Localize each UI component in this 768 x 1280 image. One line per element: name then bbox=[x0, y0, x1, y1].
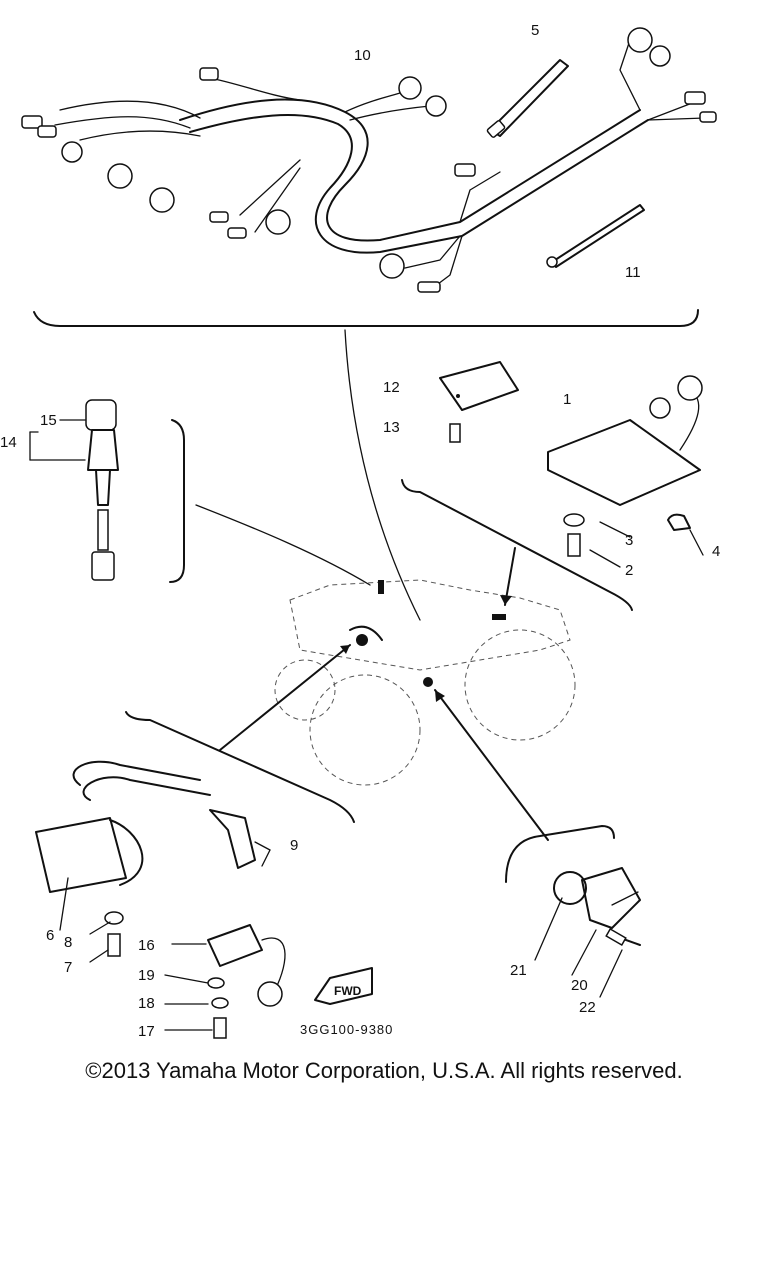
fwd-arrow: FWD bbox=[314, 967, 373, 1005]
part-labels: 1 2 3 4 5 6 7 8 9 10 11 12 13 14 15 16 1… bbox=[0, 22, 720, 1040]
part-label-20: 20 bbox=[571, 977, 588, 994]
part-label-21: 21 bbox=[510, 962, 527, 979]
main-switch-assembly bbox=[29, 399, 185, 583]
part-label-16: 16 bbox=[138, 937, 155, 954]
neutral-switch-assembly bbox=[505, 825, 641, 998]
part-label-7: 7 bbox=[64, 959, 72, 976]
copyright-notice: ©2013 Yamaha Motor Corporation, U.S.A. A… bbox=[85, 1058, 683, 1083]
part-label-17: 17 bbox=[138, 1023, 155, 1040]
diagram-code: 3GG100-9380 bbox=[300, 1022, 393, 1037]
fwd-label: FWD bbox=[334, 984, 362, 998]
atv-outline bbox=[274, 579, 576, 786]
part-label-6: 6 bbox=[46, 927, 54, 944]
cdi-unit-assembly bbox=[401, 361, 704, 611]
wire-harness bbox=[21, 27, 717, 327]
part-label-18: 18 bbox=[138, 995, 155, 1012]
part-label-14: 14 bbox=[0, 434, 17, 451]
part-label-12: 12 bbox=[383, 379, 400, 396]
part-label-19: 19 bbox=[138, 967, 155, 984]
part-label-4: 4 bbox=[712, 543, 720, 560]
part-label-10: 10 bbox=[354, 47, 371, 64]
ignition-coil-assembly bbox=[35, 711, 355, 1039]
leader-lines bbox=[195, 329, 549, 841]
part-label-22: 22 bbox=[579, 999, 596, 1016]
part-label-1: 1 bbox=[563, 391, 571, 408]
part-label-15: 15 bbox=[40, 412, 57, 429]
part-label-9: 9 bbox=[290, 837, 298, 854]
part-label-11: 11 bbox=[625, 264, 641, 281]
part-label-13: 13 bbox=[383, 419, 400, 436]
part-label-2: 2 bbox=[625, 562, 633, 579]
part-label-5: 5 bbox=[531, 22, 539, 39]
part-label-8: 8 bbox=[64, 934, 72, 951]
part-label-3: 3 bbox=[625, 532, 633, 549]
